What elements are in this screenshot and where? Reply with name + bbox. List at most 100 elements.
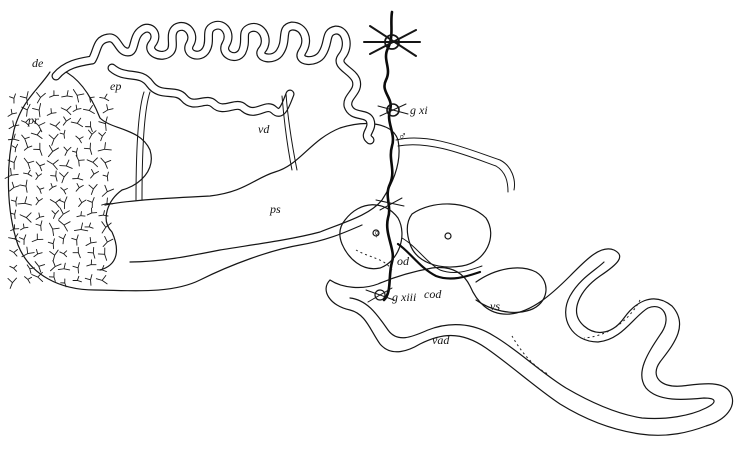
prostate-cell-mark: [98, 143, 111, 151]
prostate-cell-mark: [25, 277, 32, 283]
prostate-cell-mark: [31, 130, 42, 138]
prostate-cell-mark: [101, 158, 111, 168]
prostate-cell-mark: [60, 251, 67, 257]
prostate-cell-mark: [86, 237, 96, 245]
prostate-cell-mark: [98, 248, 106, 260]
prostate-cell-mark: [84, 143, 91, 154]
vas-deferens-left-2: [142, 92, 150, 200]
prostate-cell-mark: [24, 158, 33, 168]
prostate-cell-mark: [48, 146, 58, 157]
prostate-cell-mark: [10, 265, 17, 271]
prostate-cell-mark: [10, 249, 18, 256]
prostate-cell-mark: [64, 147, 71, 155]
prostate-cell-mark: [73, 174, 83, 180]
prostate-cell-mark: [36, 221, 42, 231]
prostate-cell-mark: [72, 235, 78, 245]
ovary-lobe-left: [340, 205, 402, 270]
prostate-cell-mark: [20, 180, 27, 192]
prostate-cell-mark: [73, 89, 83, 102]
prostate-cell-mark: [11, 197, 17, 206]
prostate-cell-mark: [59, 172, 68, 183]
label-vad: vad: [432, 333, 450, 347]
prostate-cell-mark: [24, 170, 32, 176]
prostate-cell-mark: [59, 208, 70, 219]
prostate-cell-mark: [9, 121, 19, 129]
prostate-cell-mark: [12, 144, 17, 151]
nerve-cord: [364, 12, 514, 302]
prostate-cell-mark: [71, 118, 82, 126]
prostate-cell-mark: [20, 92, 28, 105]
prostate-cell-mark: [99, 117, 107, 131]
prostate-cell-mark: [102, 185, 113, 196]
prostate-cell-mark: [24, 143, 31, 150]
prostate-cell-mark: [89, 184, 97, 194]
prostate-cell-mark: [34, 143, 42, 155]
label-od: od: [397, 254, 410, 268]
label-gxi: g xi: [410, 103, 428, 117]
ovary-lobe-right: [407, 204, 490, 267]
prostate-cell-mark: [32, 272, 43, 281]
prostate-cell-mark: [96, 276, 107, 284]
prostate-cell-mark: [9, 234, 20, 242]
prostate-cell-mark: [83, 105, 94, 113]
prostate-cell-mark: [8, 134, 19, 141]
prostate-cell-mark: [103, 172, 108, 181]
prostate-cell-mark: [87, 158, 97, 167]
prostate-cell-mark: [51, 171, 57, 181]
prostate-cell-mark: [49, 223, 59, 235]
prostate-cell-mark: [20, 224, 27, 230]
prostate-cell-mark: [62, 91, 73, 97]
prostate-cell-mark: [5, 168, 18, 178]
prostate-cell-mark: [72, 148, 77, 156]
penis-sac: [105, 124, 399, 262]
prostate-texture: [5, 89, 114, 288]
prostate-cell-mark: [88, 198, 95, 208]
prostate-cell-mark: [50, 91, 59, 97]
prostate-cell-mark: [52, 211, 59, 219]
prostate-cell-mark: [76, 136, 83, 143]
label-gxiii: g xiii: [392, 290, 416, 304]
prostate-cell-mark: [73, 105, 81, 111]
prostate-cell-mark: [8, 109, 17, 116]
label-de: de: [32, 56, 44, 70]
prostate-cell-mark: [73, 263, 79, 273]
prostate-cell-mark: [47, 160, 58, 169]
prostate-cell-mark: [73, 276, 81, 281]
label-ps: ps: [269, 202, 281, 216]
prostate-cell-mark: [36, 213, 44, 219]
prostate-cell-mark: [36, 197, 42, 204]
prostate-cell-mark: [99, 132, 106, 140]
prostate-cell-mark: [22, 135, 30, 143]
prostate-cell-mark: [50, 122, 60, 130]
prostate-cell-mark: [50, 250, 58, 261]
prostate-cell-mark: [91, 169, 99, 178]
prostate-cell-mark: [79, 198, 86, 206]
prostate-cell-mark: [87, 260, 96, 266]
prostate-cell-mark: [63, 117, 70, 125]
prostate-cell-mark: [36, 173, 42, 180]
prostate-cell-mark: [87, 208, 96, 215]
prostate-cell-mark: [48, 239, 54, 249]
prostate-cell-mark: [61, 188, 68, 194]
prostate-cell-mark: [59, 221, 70, 232]
prostate-cell-mark: [18, 197, 32, 205]
prostate-cell-mark: [8, 278, 17, 288]
prostate-cell-mark: [77, 212, 85, 217]
prostate-cell-mark: [37, 186, 44, 193]
prostate-cell-mark: [19, 235, 25, 245]
prostate-cell-mark: [59, 234, 66, 243]
prostate-cell-mark: [36, 162, 44, 171]
vagina-duct: [326, 249, 732, 435]
prostate-cell-mark: [60, 130, 65, 138]
prostate-cell-mark: [100, 94, 109, 101]
prostate-cell-mark: [37, 93, 46, 103]
prostate-cell-mark: [22, 247, 34, 257]
prostate-cell-mark: [34, 249, 42, 256]
prostate-cell-mark: [20, 213, 31, 222]
prostate-cell-mark: [49, 183, 56, 190]
prostate-cell-mark: [103, 236, 113, 246]
prostate-cell-mark: [88, 247, 95, 258]
prostate-cell-mark: [85, 223, 93, 228]
